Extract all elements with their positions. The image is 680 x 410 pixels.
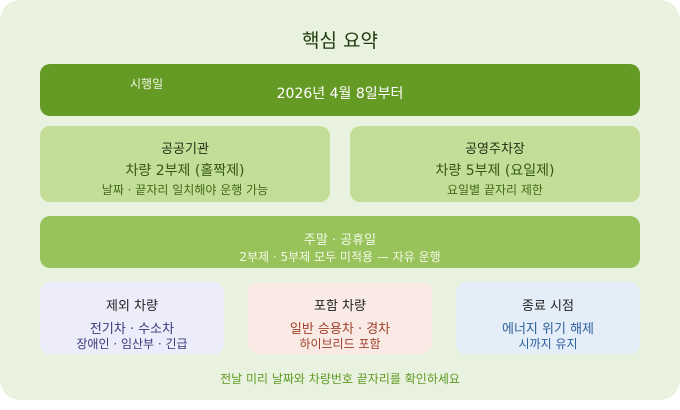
card-heading: 포함 차량 <box>314 299 366 314</box>
footer-note: 전날 미리 날짜와 차량번호 끝자리를 확인하세요 <box>220 372 460 386</box>
card-line2: 시까지 유지 <box>518 337 578 351</box>
public-parking-card: 공영주차장 차량 5부제 (요일제) 요일별 끝자리 제한 <box>350 126 640 202</box>
card-main: 차량 5부제 (요일제) <box>435 163 555 179</box>
card-heading: 공공기관 <box>161 142 209 157</box>
card-main: 차량 2부제 (홀짝제) <box>125 163 245 179</box>
effective-date-banner: 시행일 2026년 4월 8일부터 <box>40 64 640 116</box>
effective-date-label: 시행일 <box>130 77 164 91</box>
card-heading: 공영주차장 <box>465 142 525 157</box>
card-line2: 하이브리드 포함 <box>299 337 381 351</box>
weekend-holiday-bar: 주말 · 공휴일 2부제 · 5부제 모두 미적용 — 자유 운행 <box>40 216 640 268</box>
weekend-heading: 주말 · 공휴일 <box>303 233 377 248</box>
card-line1: 전기차 · 수소차 <box>89 322 175 337</box>
excluded-vehicles-card: 제외 차량 전기차 · 수소차 장애인 · 임산부 · 긴급 <box>40 282 224 354</box>
card-sub: 날짜 · 끝자리 일치해야 운행 가능 <box>101 183 269 197</box>
end-time-card: 종료 시점 에너지 위기 해제 시까지 유지 <box>456 282 640 354</box>
page-title: 핵심 요약 <box>302 30 378 52</box>
card-heading: 제외 차량 <box>106 299 158 314</box>
included-vehicles-card: 포함 차량 일반 승용차 · 경차 하이브리드 포함 <box>248 282 432 354</box>
card-sub: 요일별 끝자리 제한 <box>447 183 543 197</box>
weekend-sub: 2부제 · 5부제 모두 미적용 — 자유 운행 <box>239 250 441 264</box>
public-agency-card: 공공기관 차량 2부제 (홀짝제) 날짜 · 끝자리 일치해야 운행 가능 <box>40 126 330 202</box>
card-line1: 일반 승용차 · 경차 <box>289 322 391 337</box>
card-line1: 에너지 위기 해제 <box>502 322 594 337</box>
card-line2: 장애인 · 임산부 · 긴급 <box>76 337 188 351</box>
card-heading: 종료 시점 <box>522 299 574 314</box>
effective-date-value: 2026년 4월 8일부터 <box>276 86 404 102</box>
